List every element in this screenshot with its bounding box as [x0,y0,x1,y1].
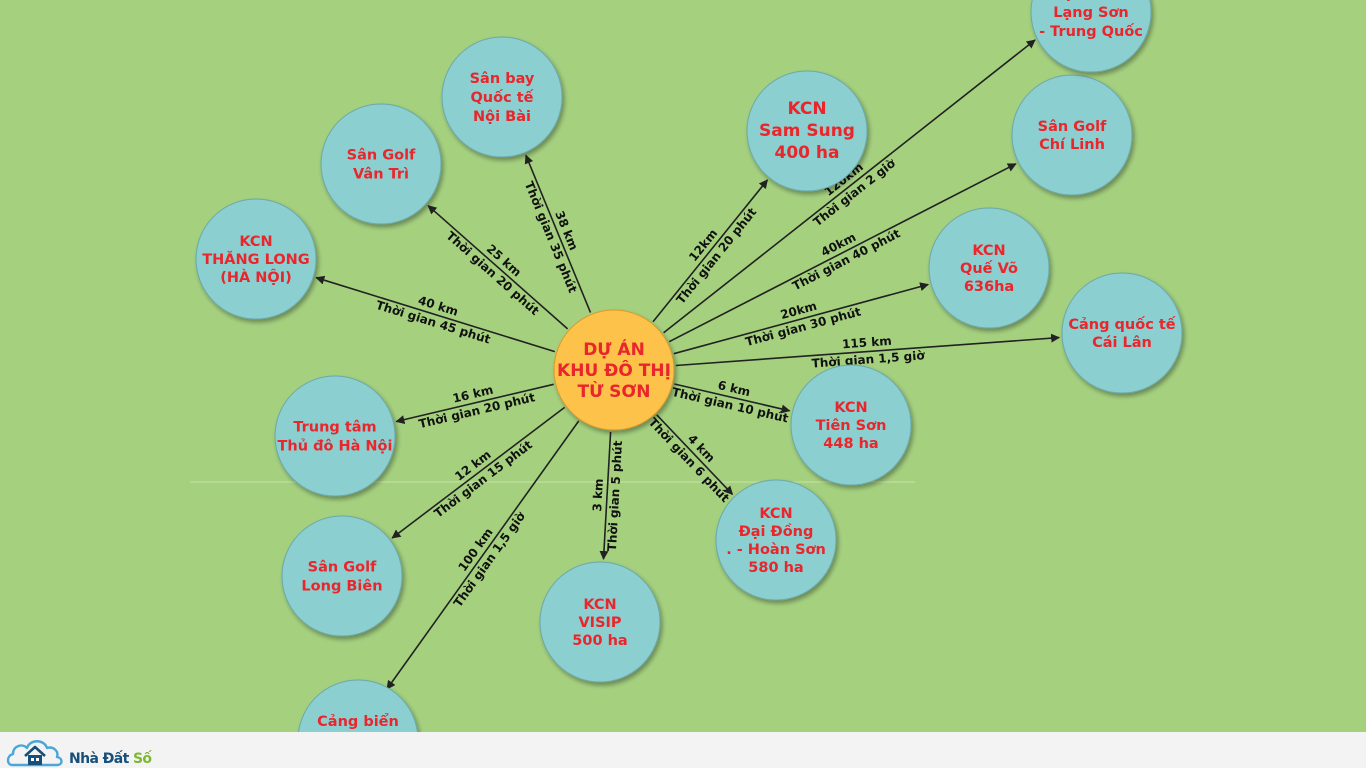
edge-time: Thời gian 5 phút [605,440,625,552]
node-circle [1030,0,1152,73]
node-cang-cai-lan: Cảng quốc tế Cái Lân [1061,272,1183,394]
edge-kcn-visip [599,431,612,560]
edge-cua-khau-lang-son [663,39,1036,334]
node-label-line: . - Hoàn Sơn [726,542,826,558]
node-label-line: KCN [583,597,616,613]
node-label-line: Sân Golf [347,148,416,164]
edge-cang-cai-lan [675,333,1061,367]
edge-kcn-que-vo [673,282,930,355]
node-circle [281,515,403,637]
node-label-line: KCN [787,99,826,119]
node-label-line: KCN [834,400,867,416]
edge-distance: 115 km [842,334,893,352]
node-label-line: Vân Trì [353,167,409,183]
node-circle [274,375,396,497]
node-label-line: Trung tâm [293,420,376,436]
edge-san-golf-chi-linh [668,163,1017,343]
node-label-line: Đại Đồng [739,523,814,540]
edge-kcn-thang-long [315,275,556,353]
node-label-line: Chí Linh [1039,137,1105,153]
node-circle [746,70,868,192]
node-label-line: KCN [759,506,792,522]
edge-san-golf-long-bien [391,406,566,539]
node-circle [539,561,661,683]
node-circle [320,103,442,225]
footer-bar: Nhà Đất Số [0,732,1366,768]
node-kcn-tien-son: KCN Tiên Sơn 448 ha [790,364,912,486]
edge-kcn-tien-son [674,383,791,414]
node-label-line: quốc tế [1060,0,1121,2]
node-label-line: Cảng quốc tế [1068,316,1175,333]
center-circle [553,309,675,431]
node-label-line: 448 ha [823,436,878,452]
brand-name-main: Nhà Đất [69,751,133,767]
node-label-line: Long Biên [301,579,382,595]
edge-san-bay-noi-bai [524,154,592,313]
node-label-line: 500 ha [572,633,627,649]
node-label-line: VISIP [578,615,621,631]
house-cloud-icon [6,740,63,767]
node-label-line: 400 ha [775,143,840,163]
node-label-line: Sân Golf [1038,119,1107,135]
node-circle [298,679,418,732]
node-label-line: - Trung Quốc [1039,23,1143,40]
center-label-line: TỪ SƠN [577,380,650,402]
node-circle [928,207,1050,329]
node-label-line: Quế Võ [960,260,1018,277]
center-label-line: DỰ ÁN [583,338,645,360]
node-circle [790,364,912,486]
edge-time: Thời gian 6 phút [646,415,733,505]
node-kcn-visip: KCN VISIP 500 ha [539,561,661,683]
node-label-line: Cảng biển [317,713,399,730]
node-label-line: THĂNG LONG [202,250,309,268]
brand-name-accent: Số [132,751,152,767]
node-label-line: Sam Sung [759,121,855,141]
node-cua-khau-lang-son: quốc tế Lạng Sơn - Trung Quốc [1030,0,1152,73]
edge-kcn-sam-sung [652,179,769,323]
node-label-line: (HÀ NỘI) [220,268,292,286]
node-circle [1061,272,1183,394]
node-circle [441,36,563,158]
node-label-line: Thủ đô Hà Nội [277,439,392,455]
node-label-line: Sân Golf [308,560,377,576]
node-cang-bien: Cảng biển [298,679,418,732]
node-label-line: 580 ha [748,560,803,576]
node-label-line: Cái Lân [1092,335,1152,351]
node-label-line: Lạng Sơn [1053,5,1129,21]
node-label-line: Quốc tế [470,89,533,106]
node-circle [195,198,317,320]
node-label-line: KCN [239,234,272,250]
node-circle [1011,74,1133,196]
edge-distance: 3 km [590,478,606,512]
center-label-line: KHU ĐÔ THỊ [557,359,671,381]
edge-cang-bien [386,420,580,690]
node-label-line: KCN [972,243,1005,259]
edge-kcn-dai-dong [656,414,734,496]
node-circle [715,479,837,601]
brand-name: Nhà Đất Số [69,751,152,767]
brand-logo[interactable]: Nhà Đất Số [6,734,152,768]
edge-trung-tam-thu-do [395,383,554,425]
node-label-line: Nội Bài [473,109,531,125]
node-label-line: 636ha [964,279,1014,295]
node-label-line: Sân bay [470,71,535,87]
node-label-line: Tiên Sơn [816,418,887,434]
edge-san-golf-van-tri [427,205,569,330]
